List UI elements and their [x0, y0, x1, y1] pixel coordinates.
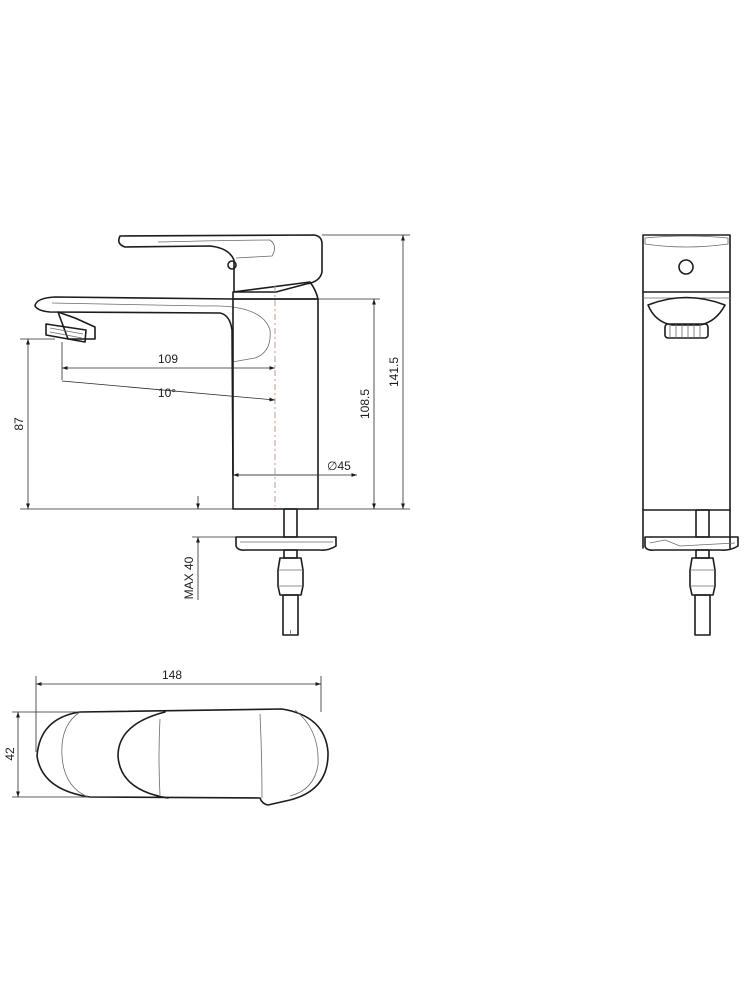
spout [34, 296, 234, 476]
plan-outline [36, 708, 329, 806]
lever-handle [118, 234, 323, 293]
plan-view: 148 42 [3, 668, 329, 806]
max-deck-thickness-label: MAX 40 [182, 556, 196, 599]
side-elevation-dimensions: 141.5 108.5 87 109 10° ∅45 MAX 40 [12, 234, 410, 600]
plan-length-label: 148 [162, 668, 182, 682]
faucet-body [232, 298, 319, 510]
body-diameter-label: ∅45 [327, 459, 351, 473]
aerator [45, 323, 87, 343]
spout-height-label: 87 [12, 417, 26, 431]
spout-angle-label: 10° [158, 386, 176, 400]
total-height-label: 141.5 [387, 357, 401, 387]
plan-width-label: 42 [3, 747, 17, 761]
end-view [642, 234, 739, 636]
spout-reach-label: 109 [158, 352, 178, 366]
body-height-label: 108.5 [358, 389, 372, 419]
mounting-assembly [235, 508, 337, 636]
